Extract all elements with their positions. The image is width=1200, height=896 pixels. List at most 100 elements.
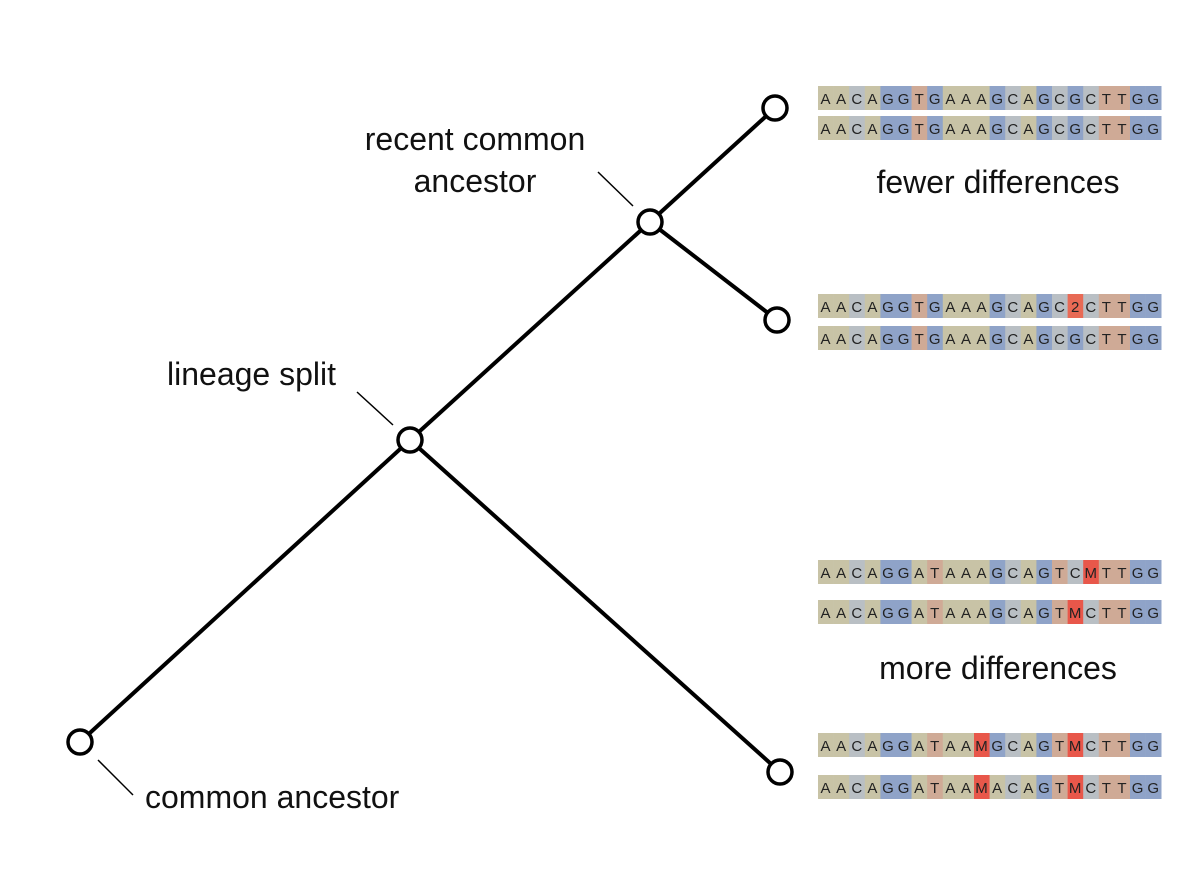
base-cell (974, 116, 990, 140)
base-cell (911, 560, 928, 584)
base-letter: G (882, 565, 894, 582)
base-cell (1005, 116, 1022, 140)
base-letter: A (961, 605, 972, 622)
base-cell (1083, 600, 1100, 624)
base-letter: C (851, 121, 862, 138)
base-cell (818, 326, 834, 350)
base-cell (1145, 733, 1162, 757)
base-letter: C (1085, 91, 1096, 108)
base-letter: G (929, 331, 941, 348)
node-leaf-1 (761, 94, 789, 122)
base-cell (1114, 733, 1131, 757)
base-cell (818, 86, 834, 110)
base-cell (833, 560, 850, 584)
base-letter: C (851, 331, 862, 348)
base-letter: G (882, 331, 894, 348)
base-letter: G (991, 299, 1003, 316)
base-letter: C (851, 738, 862, 755)
label-recent-common-ancestor-line1: recent common (365, 121, 586, 157)
base-letter: G (991, 331, 1003, 348)
base-letter: A (836, 331, 847, 348)
label-fewer-differences: fewer differences (876, 164, 1119, 200)
base-cell (1083, 86, 1100, 110)
base-cell (1020, 733, 1037, 757)
base-letter: T (930, 738, 940, 755)
base-cell (1083, 560, 1100, 584)
base-letter: C (1085, 780, 1096, 797)
base-letter: C (1007, 299, 1018, 316)
base-letter: A (945, 299, 956, 316)
base-cell (1020, 600, 1037, 624)
base-cell (818, 733, 834, 757)
base-cell (958, 775, 975, 799)
base-cell (1130, 86, 1146, 110)
base-letter: A (914, 565, 925, 582)
base-letter: A (821, 605, 832, 622)
base-cell (911, 600, 928, 624)
base-cell (1145, 294, 1162, 318)
base-letter: C (1007, 738, 1018, 755)
base-letter: G (1069, 91, 1081, 108)
base-cell (1036, 116, 1053, 140)
base-cell (864, 600, 881, 624)
base-letter: T (915, 121, 925, 138)
base-letter: C (1070, 565, 1081, 582)
base-cell (1067, 560, 1084, 584)
base-letter: M (1085, 565, 1098, 582)
base-cell (864, 86, 881, 110)
base-cell (1098, 116, 1115, 140)
base-cell (1130, 326, 1146, 350)
base-letter: T (1117, 121, 1127, 138)
base-cell (1005, 294, 1022, 318)
base-letter: A (836, 738, 847, 755)
base-cell (1036, 326, 1053, 350)
base-letter: G (1147, 331, 1159, 348)
base-letter: A (836, 299, 847, 316)
base-letter: A (977, 121, 988, 138)
base-letter: C (1085, 121, 1096, 138)
base-letter: A (945, 331, 956, 348)
base-letter: G (1132, 331, 1144, 348)
label-more-differences: more differences (879, 650, 1117, 686)
base-letter: T (1055, 780, 1065, 797)
base-letter: A (977, 565, 988, 582)
base-letter: T (1102, 91, 1112, 108)
base-cell (989, 326, 1006, 350)
base-letter: A (992, 780, 1003, 797)
base-cell (911, 86, 928, 110)
base-letter: A (867, 91, 878, 108)
base-cell (833, 116, 850, 140)
base-cell (1052, 775, 1068, 799)
base-cell (1083, 733, 1100, 757)
base-letter: A (945, 91, 956, 108)
base-cell (896, 560, 912, 584)
base-letter: A (914, 738, 925, 755)
base-letter: A (821, 299, 832, 316)
base-cell (880, 294, 897, 318)
base-cell (1052, 560, 1068, 584)
base-cell (1083, 294, 1100, 318)
base-cell (1114, 294, 1131, 318)
base-letter: T (1117, 780, 1127, 797)
base-cell (818, 294, 834, 318)
base-letter: T (1102, 121, 1112, 138)
base-letter: C (1054, 331, 1065, 348)
base-letter: M (975, 780, 988, 797)
base-cell (1145, 560, 1162, 584)
base-cell (942, 294, 959, 318)
branch-recent-to-leaf-2 (648, 220, 779, 322)
base-letter: T (1102, 299, 1112, 316)
base-letter: G (882, 299, 894, 316)
base-cell (989, 775, 1006, 799)
base-letter: A (945, 738, 956, 755)
base-cell (911, 294, 928, 318)
base-letter: G (929, 299, 941, 316)
base-letter: T (915, 91, 925, 108)
base-letter: A (977, 605, 988, 622)
base-letter: A (961, 299, 972, 316)
base-letter: G (1038, 605, 1050, 622)
base-cell (989, 116, 1006, 140)
base-cell (849, 775, 866, 799)
base-cell (864, 326, 881, 350)
